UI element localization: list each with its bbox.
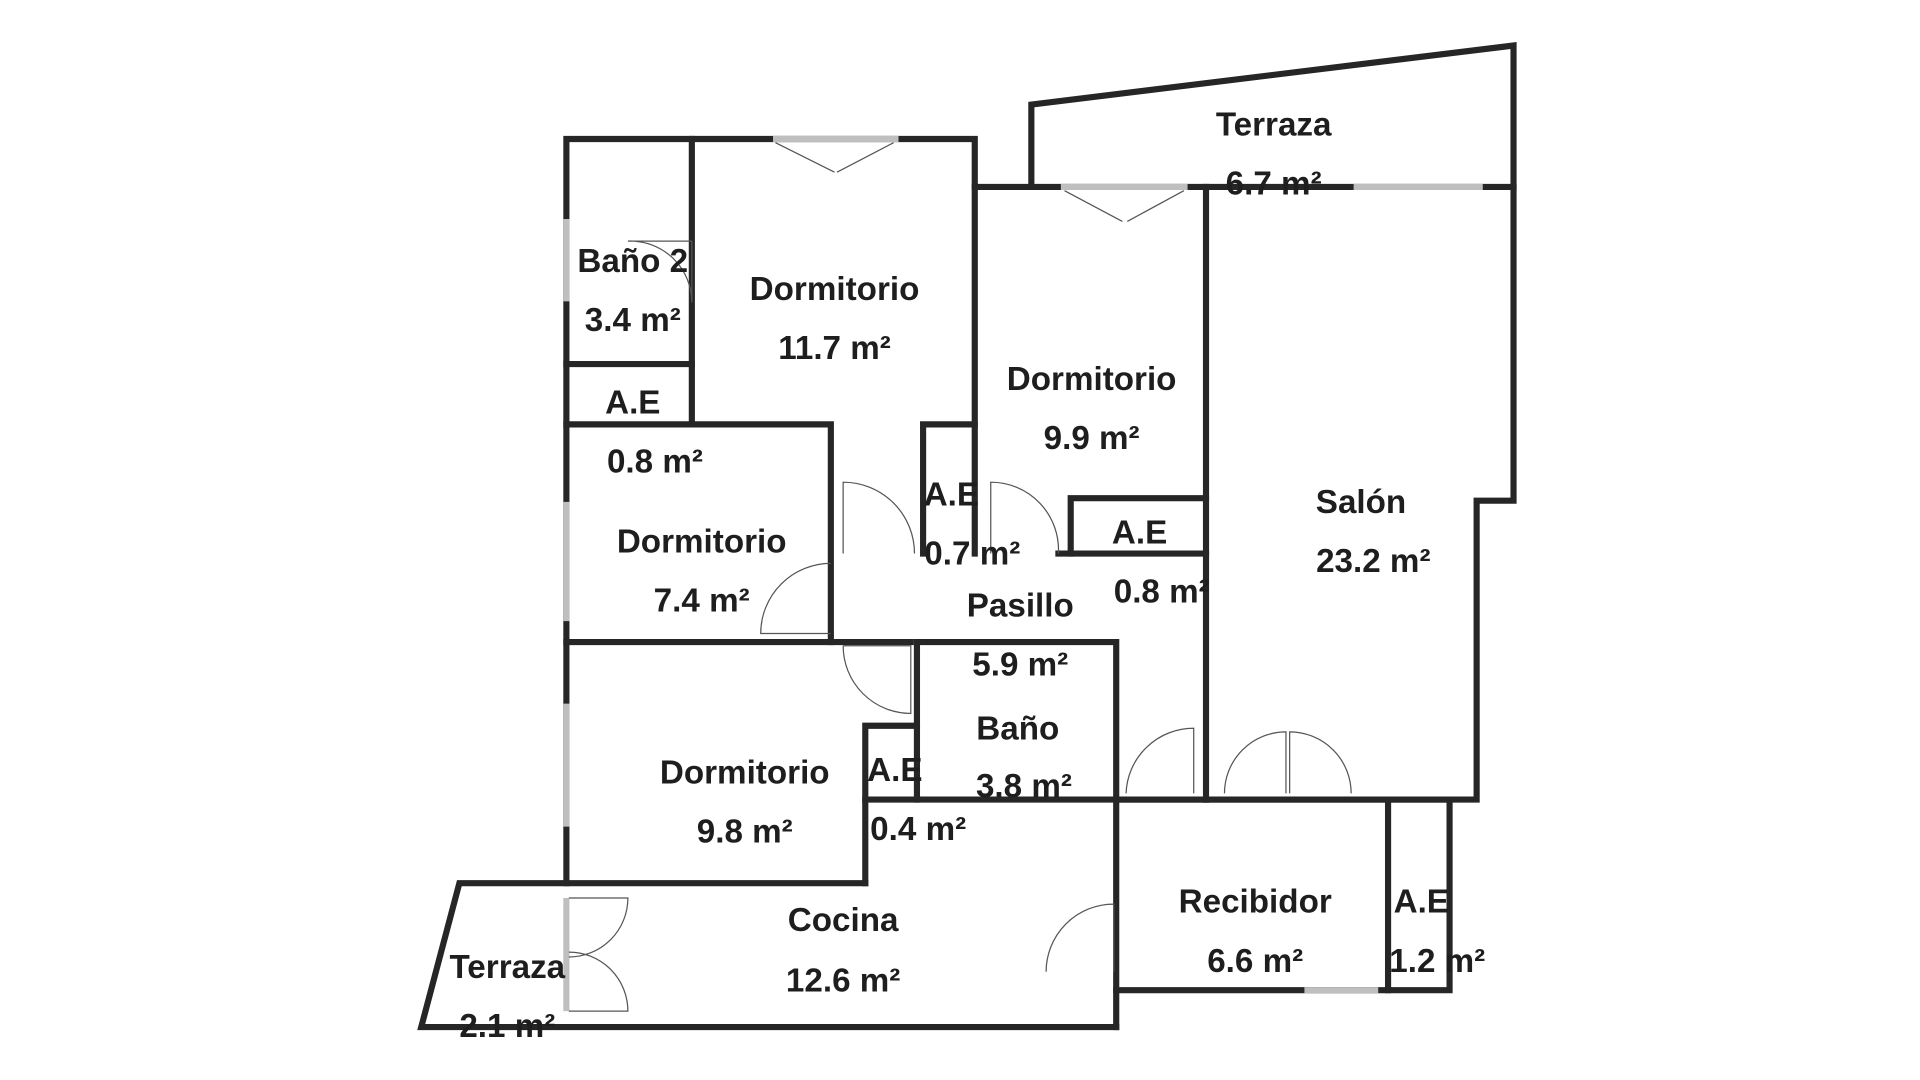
room-name: Dormitorio: [660, 755, 830, 792]
room-area: 6.7 m²: [1226, 165, 1322, 202]
room-name: Baño 2: [577, 243, 688, 280]
room-name: Dormitorio: [750, 271, 920, 308]
room-name: A.E: [867, 752, 922, 789]
room-name: Terraza: [1216, 106, 1332, 143]
room-name: A.E: [924, 477, 979, 514]
room-area: 3.4 m²: [585, 302, 681, 339]
room-area: 9.9 m²: [1044, 420, 1140, 457]
windows-and-doors: [563, 135, 1483, 1012]
room-name: Dormitorio: [617, 523, 787, 560]
room-area: 0.8 m²: [607, 443, 703, 480]
room-area: 2.1 m²: [459, 1008, 555, 1045]
room-area: 0.8 m²: [1114, 574, 1210, 611]
room-name: A.E: [1394, 884, 1449, 921]
room-area: 9.8 m²: [697, 814, 793, 851]
room-area: 5.9 m²: [972, 646, 1068, 683]
room-area: 12.6 m²: [786, 962, 900, 999]
room-area: 3.8 m²: [976, 768, 1072, 805]
room-area: 0.7 m²: [924, 536, 1020, 573]
room-name: Recibidor: [1179, 884, 1332, 921]
room-area: 7.4 m²: [654, 582, 750, 619]
room-name: Salón: [1316, 484, 1406, 521]
room-name: A.E: [605, 384, 660, 421]
room-name: Dormitorio: [1007, 361, 1177, 398]
room-name: Cocina: [788, 902, 899, 939]
room-area: 11.7 m²: [778, 330, 891, 367]
room-name: Terraza: [449, 949, 565, 986]
room-name: Baño: [976, 710, 1059, 747]
room-name: A.E: [1112, 515, 1167, 552]
room-name: Pasillo: [967, 587, 1074, 624]
room-area: 0.4 m²: [870, 811, 966, 848]
room-area: 1.2 m²: [1389, 943, 1485, 980]
room-labels: Terraza 6.7 m² Baño 2 3.4 m² Dormitorio …: [449, 106, 1485, 1045]
room-area: 23.2 m²: [1316, 543, 1430, 580]
room-area: 6.6 m²: [1207, 943, 1303, 980]
